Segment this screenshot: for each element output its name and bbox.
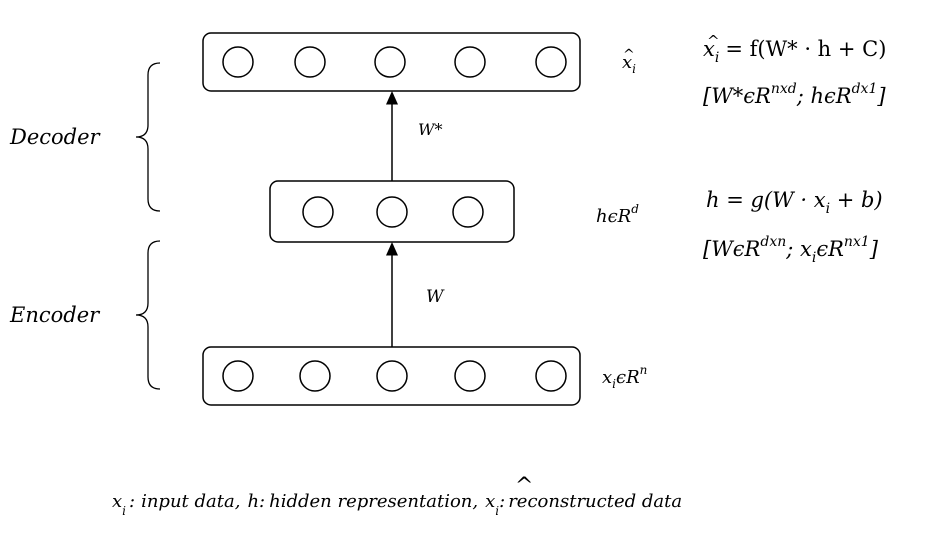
input-node [454, 360, 486, 392]
output-node [454, 46, 486, 78]
input-node [299, 360, 331, 392]
caption-xhat-hat: ^ [515, 474, 533, 499]
output-label-hat: ^ [623, 47, 635, 63]
hidden-layer-label: hϵRd [596, 202, 639, 227]
output-layer-nodes [222, 46, 567, 78]
input-node [222, 360, 254, 392]
caption: ^ xi:input data,h:hidden representation,… [112, 474, 682, 518]
output-layer-label: ^ xi [622, 47, 636, 76]
input-node [376, 360, 408, 392]
hidden-layer-nodes [302, 196, 484, 228]
decoder-eq-hat-glyph: ^ [707, 32, 720, 50]
decoder-equation: ^ xi= f(W* · h + C) [703, 32, 886, 66]
input-node [535, 360, 567, 392]
decoder-dimensions: [W*ϵRnxd; hϵRdx1] [703, 81, 886, 108]
output-node [374, 46, 406, 78]
output-node [294, 46, 326, 78]
w-star-label: W* [418, 120, 442, 139]
hidden-node [376, 196, 408, 228]
encoder-label: Encoder [9, 303, 101, 327]
encoder-dimensions: [WϵRdxn; xiϵRnx1] [703, 234, 879, 266]
hidden-node [452, 196, 484, 228]
w-label: W [426, 287, 445, 307]
caption-text: xi:input data,h:hidden representation,xi… [112, 491, 682, 518]
encoder-equation: h = g(W · xi + b) [706, 188, 883, 217]
output-label-base: xi [622, 52, 636, 76]
output-node [222, 46, 254, 78]
decoder-brace [135, 62, 161, 212]
hidden-node [302, 196, 334, 228]
input-layer-nodes [222, 360, 567, 392]
encoder-brace [135, 240, 161, 390]
decoder-eq-text: xi= f(W* · h + C) [703, 37, 886, 66]
input-layer-label: xiϵRn [602, 363, 647, 391]
decoder-label: Decoder [9, 125, 102, 149]
output-node [535, 46, 567, 78]
